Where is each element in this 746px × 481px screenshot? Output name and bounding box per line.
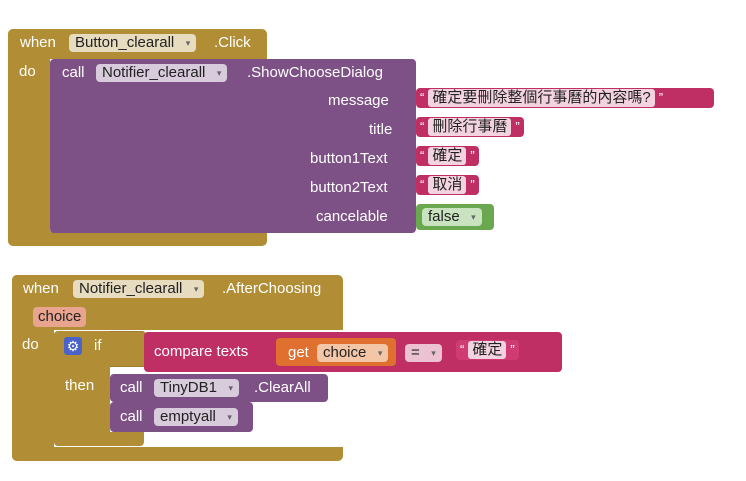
param-button1-label: button1Text xyxy=(310,150,388,167)
title-text[interactable]: 刪除行事曆 xyxy=(428,118,512,136)
component-dropdown[interactable]: Button_clearall▾ xyxy=(69,34,197,52)
do-label: do xyxy=(19,63,36,80)
chevron-down-icon: ▾ xyxy=(193,284,199,294)
clearall-method: .ClearAll xyxy=(254,379,311,396)
procedure-dropdown[interactable]: emptyall▾ xyxy=(154,408,238,426)
title-string-block[interactable]: “刪除行事曆” xyxy=(416,117,524,137)
event-name: .Click xyxy=(214,34,251,51)
boolean-dropdown[interactable]: false▾ xyxy=(422,208,482,226)
get-label: get xyxy=(288,344,309,361)
call-label: call xyxy=(120,379,143,396)
chevron-down-icon: ▾ xyxy=(216,68,222,78)
variable-dropdown[interactable]: choice▾ xyxy=(317,344,389,362)
if-label: if xyxy=(94,337,102,354)
button2-string-block[interactable]: “取消” xyxy=(416,175,479,195)
param-choice-chip[interactable]: choice xyxy=(33,307,87,327)
message-text[interactable]: 確定要刪除整個行事曆的內容嗎? xyxy=(428,89,655,107)
call-label: call xyxy=(62,64,85,81)
chevron-down-icon: ▾ xyxy=(377,348,383,358)
compare-string-block[interactable]: “確定” xyxy=(456,340,519,360)
button1-text[interactable]: 確定 xyxy=(428,147,467,165)
notifier-dropdown[interactable]: Notifier_clearall▾ xyxy=(73,280,205,298)
method-name: .ShowChooseDialog xyxy=(247,64,383,81)
tinydb-dropdown[interactable]: TinyDB1▾ xyxy=(154,379,239,397)
param-message-label: message xyxy=(328,92,389,109)
when-label: when xyxy=(20,34,56,51)
button1-string-block[interactable]: “確定” xyxy=(416,146,479,166)
operator-dropdown[interactable]: =▾ xyxy=(405,344,442,362)
when-label: when xyxy=(23,280,59,297)
chevron-down-icon: ▾ xyxy=(185,38,191,48)
compare-text[interactable]: 確定 xyxy=(468,341,507,359)
gear-icon[interactable]: ⚙ xyxy=(64,337,82,355)
button2-text[interactable]: 取消 xyxy=(428,176,467,194)
call-showchoosedialog-block[interactable] xyxy=(50,59,416,233)
chevron-down-icon: ▾ xyxy=(471,212,476,222)
param-cancelable-label: cancelable xyxy=(316,208,388,225)
chevron-down-icon: ▾ xyxy=(431,348,436,358)
chevron-down-icon: ▾ xyxy=(228,383,233,393)
call-label: call xyxy=(120,408,143,425)
chevron-down-icon: ▾ xyxy=(227,412,232,422)
then-label: then xyxy=(65,377,95,394)
do-label: do xyxy=(22,336,39,353)
compare-label: compare texts xyxy=(154,343,249,360)
message-string-block[interactable]: “確定要刪除整個行事曆的內容嗎?” xyxy=(416,88,714,108)
event-name: .AfterChoosing xyxy=(222,280,322,297)
param-title-label: title xyxy=(369,121,393,138)
notifier-dropdown[interactable]: Notifier_clearall▾ xyxy=(96,64,228,82)
param-button2-label: button2Text xyxy=(310,179,388,196)
